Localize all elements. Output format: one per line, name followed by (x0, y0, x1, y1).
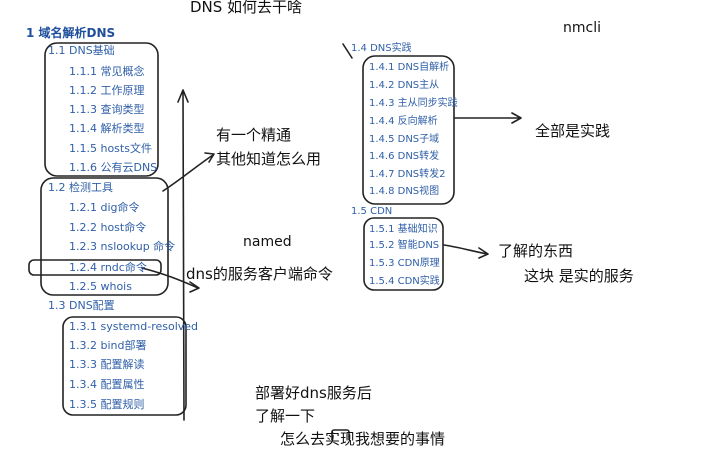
nmcli-note: nmcli (563, 20, 601, 36)
arrow-to-cdn-note (443, 244, 489, 259)
toc-1-5-title: 1.5 CDN (351, 206, 393, 217)
note-mastery-line1: 有一个精通 (216, 126, 292, 144)
box-rndc-item (28, 259, 162, 276)
toc-1-2-4: 1.2.4 rndc命令 (69, 261, 147, 274)
toc-1-5-3: 1.5.3 CDN原理 (369, 258, 440, 269)
box-section-1-1 (44, 42, 159, 177)
top-title: DNS 如何去干啥 (190, 0, 303, 16)
toc-1-4-3: 1.4.3 主从同步实践 (369, 98, 458, 109)
arrow-to-practice-note (454, 112, 522, 124)
box-section-1-4 (362, 55, 455, 205)
toc-1-3-title: 1.3 DNS配置 (48, 299, 115, 312)
toc-1-3-1: 1.3.1 systemd-resolved (69, 320, 199, 333)
arrow-to-mastery-note (162, 152, 215, 192)
toc-1-1-5: 1.1.5 hosts文件 (69, 142, 152, 155)
toc-1-4-7: 1.4.7 DNS转发2 (369, 169, 446, 180)
toc-1-5-1: 1.5.1 基础知识 (369, 224, 438, 235)
toc-root: 1 域名解析DNS (26, 26, 116, 40)
note-bottom-line2: 了解一下 (255, 407, 316, 425)
toc-1-4-4: 1.4.4 反向解析 (369, 116, 438, 127)
handwritten-annotations (28, 42, 522, 440)
toc-1-5-4: 1.5.4 CDN实践 (369, 276, 440, 287)
toc-1-3-5: 1.3.5 配置规则 (69, 398, 145, 411)
toc-1-4-5: 1.4.5 DNS子域 (369, 134, 440, 145)
toc-1-3-4: 1.3.4 配置属性 (69, 378, 145, 391)
arrow-to-client-note (141, 267, 200, 293)
note-client-commands: dns的服务客户端命令 (186, 265, 333, 283)
toc-1-5-2: 1.5.2 智能DNS (369, 240, 440, 251)
note-bottom-line3: 怎么去实现我想要的事情 (280, 430, 446, 448)
note-cdn-line2: 这块 是实的服务 (524, 267, 634, 285)
toc-1-4-8: 1.4.8 DNS视图 (369, 186, 440, 197)
vertical-arrow (177, 89, 189, 421)
toc-1-1-title: 1.1 DNS基础 (48, 44, 115, 57)
toc-1-1-4: 1.1.4 解析类型 (69, 122, 145, 135)
toc-1-2-title: 1.2 检测工具 (48, 181, 113, 194)
toc-1-2-1: 1.2.1 dig命令 (69, 201, 140, 214)
note-all-practice: 全部是实践 (535, 122, 611, 140)
note-bottom-line1: 部署好dns服务后 (255, 384, 372, 402)
note-cdn-line1: 了解的东西 (498, 242, 574, 260)
toc-1-1-6: 1.1.6 公有云DNS (69, 161, 158, 174)
toc-1-2-5: 1.2.5 whois (69, 280, 132, 293)
toc-1-4-6: 1.4.6 DNS转发 (369, 151, 440, 162)
toc-1-3-3: 1.3.3 配置解读 (69, 358, 145, 371)
toc-1-1-3: 1.1.3 查询类型 (69, 103, 145, 116)
toc-1-1-1: 1.1.1 常见概念 (69, 65, 145, 78)
note-named: named (243, 234, 292, 250)
note-mastery-line2: 其他知道怎么用 (216, 150, 322, 168)
toc-1-2-2: 1.2.2 host命令 (69, 221, 147, 234)
mark-1-4 (342, 43, 353, 59)
toc-1-4-title: 1.4 DNS实践 (351, 43, 412, 54)
toc-1-3-2: 1.3.2 bind部署 (69, 339, 147, 352)
toc-1-4-1: 1.4.1 DNS自解析 (369, 62, 450, 73)
box-section-1-3 (62, 316, 187, 416)
box-section-1-5 (363, 217, 444, 291)
toc-1-2-3: 1.2.3 nslookup 命令 (69, 240, 176, 253)
box-section-1-2 (40, 177, 169, 296)
toc-1-4-2: 1.4.2 DNS主从 (369, 80, 440, 91)
box-around-char (331, 429, 350, 440)
toc-1-1-2: 1.1.2 工作原理 (69, 84, 145, 97)
